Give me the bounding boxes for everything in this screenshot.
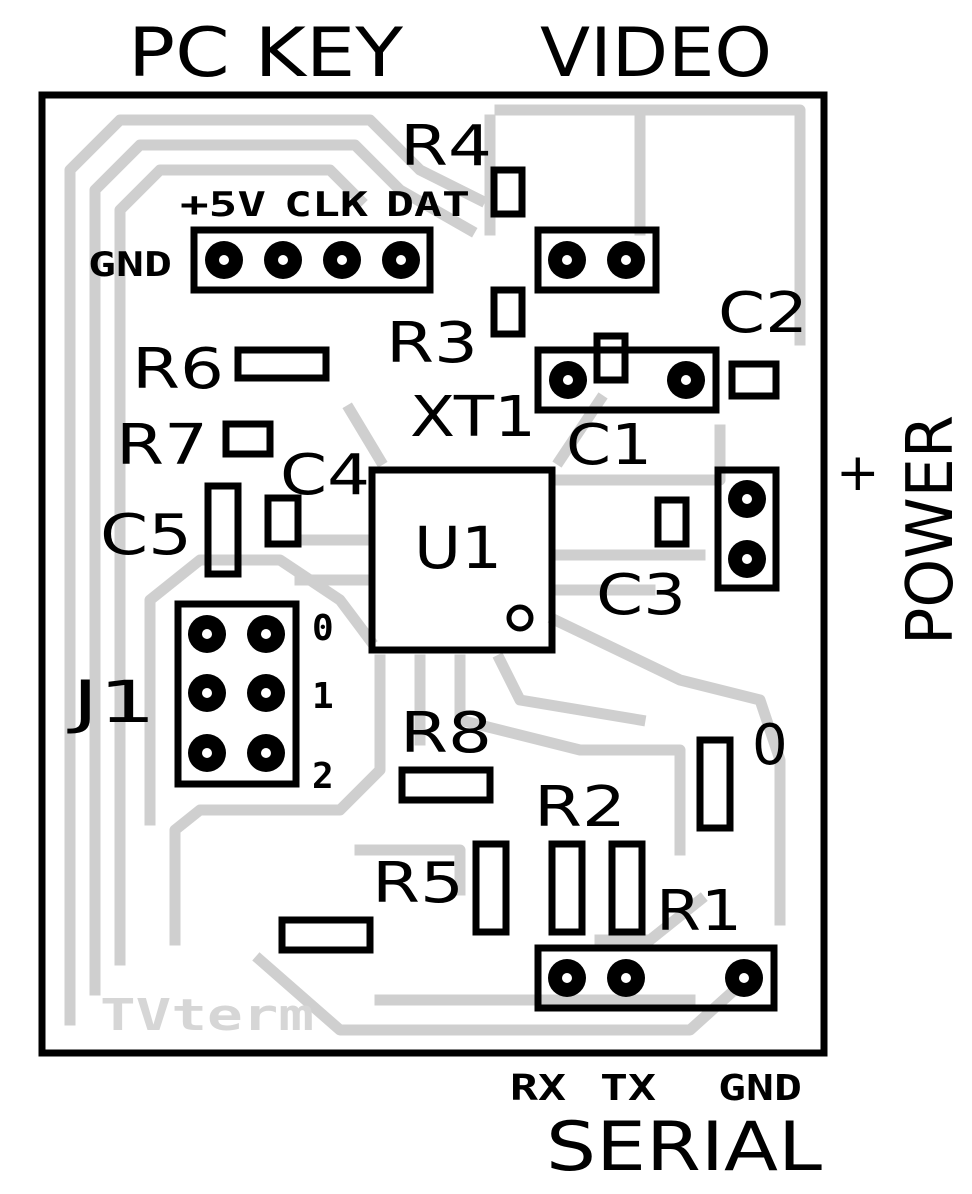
- r2-label: R2: [534, 775, 626, 840]
- resistor-r2-a: [548, 840, 586, 936]
- resistor-r3: [490, 286, 526, 338]
- clk-label: CLK: [284, 185, 369, 225]
- rx-label: RX: [510, 1068, 566, 1109]
- xt1-label: XT1: [410, 385, 536, 450]
- ic-u1: [368, 466, 556, 654]
- gnd-key-label: GND: [88, 245, 172, 285]
- j1-label: J1: [67, 668, 156, 736]
- c3-label: C3: [596, 563, 686, 628]
- resistor-r7: [222, 420, 274, 458]
- r6-label: R6: [132, 337, 224, 402]
- video-connector: [534, 226, 660, 294]
- c5-label: C5: [100, 503, 192, 568]
- board-outline: [38, 91, 828, 1057]
- resistor-r5: [472, 840, 510, 936]
- tx-label: TX: [600, 1068, 656, 1109]
- plus5v-label: +5V: [180, 185, 266, 225]
- j1-pos-0-label: 0: [312, 608, 334, 649]
- jumper-header-j1: [174, 600, 300, 788]
- capacitor-c1: [593, 332, 629, 384]
- power-connector: [714, 466, 780, 592]
- r7-label: R7: [116, 413, 208, 478]
- tvterm-logo: TVterm: [100, 990, 314, 1041]
- c2-label: C2: [718, 281, 808, 346]
- r5-label: R5: [372, 851, 464, 916]
- plus-label: +: [836, 443, 880, 503]
- r4-label: R4: [400, 114, 492, 179]
- capacitor-c4: [264, 494, 302, 548]
- resistor-r6: [234, 346, 330, 382]
- capacitor-c3: [654, 496, 690, 548]
- j1-pos-1-label: 1: [312, 676, 334, 717]
- power-title: POWER: [894, 415, 968, 645]
- copper-traces: [64, 104, 806, 1036]
- capacitor-c2: [728, 360, 780, 400]
- c1-label: C1: [566, 413, 652, 478]
- r8-label: R8: [400, 701, 492, 766]
- pc-key-title: PC KEY: [128, 14, 404, 93]
- r3-label: R3: [386, 311, 478, 376]
- resistor-r2-b: [608, 840, 646, 936]
- gnd-serial-label: GND: [718, 1068, 802, 1109]
- resistor-r4: [490, 166, 526, 218]
- capacitor-c5: [204, 482, 242, 578]
- resistor-bottom-left: [278, 916, 374, 954]
- r1-label: R1: [656, 879, 742, 944]
- video-title: VIDEO: [540, 14, 772, 93]
- pc-key-connector: [190, 226, 434, 294]
- u1-label: U1: [414, 514, 502, 582]
- zero-resistor-label: 0: [752, 713, 788, 778]
- serial-connector: [534, 944, 778, 1012]
- c4-label: C4: [280, 443, 370, 508]
- dat-label: DAT: [386, 185, 470, 225]
- resistor-r8: [398, 766, 494, 804]
- j1-pos-2-label: 2: [312, 756, 334, 797]
- resistor-zero: [696, 736, 734, 832]
- serial-title: SERIAL: [546, 1108, 822, 1187]
